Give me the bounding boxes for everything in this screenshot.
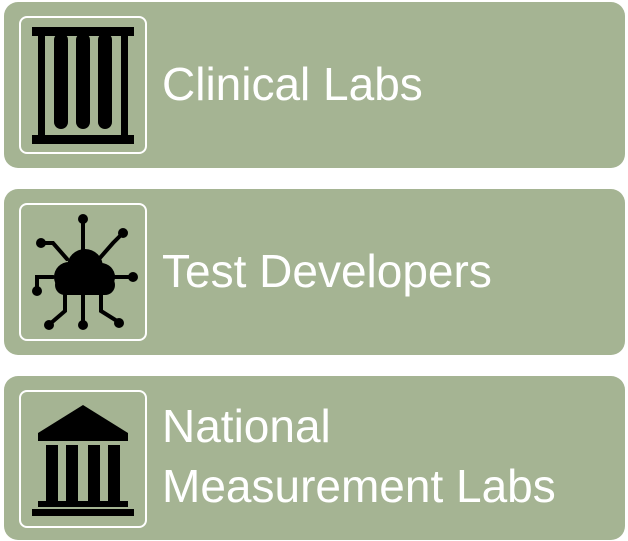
label-line: Clinical Labs [162,58,423,110]
clinical-labs-label: Clinical Labs [162,54,423,114]
label-line: National [162,400,331,452]
label-line: Measurement Labs [162,460,556,512]
label-line: Test Developers [162,245,492,297]
national-measurement-labs-label: National Measurement Labs [162,396,556,516]
test-tubes-icon [19,16,147,154]
clinical-labs-card: Clinical Labs [4,2,625,168]
test-developers-card: Test Developers [4,189,625,355]
test-developers-label: Test Developers [162,241,492,301]
government-building-icon [19,390,147,528]
cloud-circuit-icon [19,203,147,341]
national-measurement-labs-card: National Measurement Labs [4,376,625,540]
